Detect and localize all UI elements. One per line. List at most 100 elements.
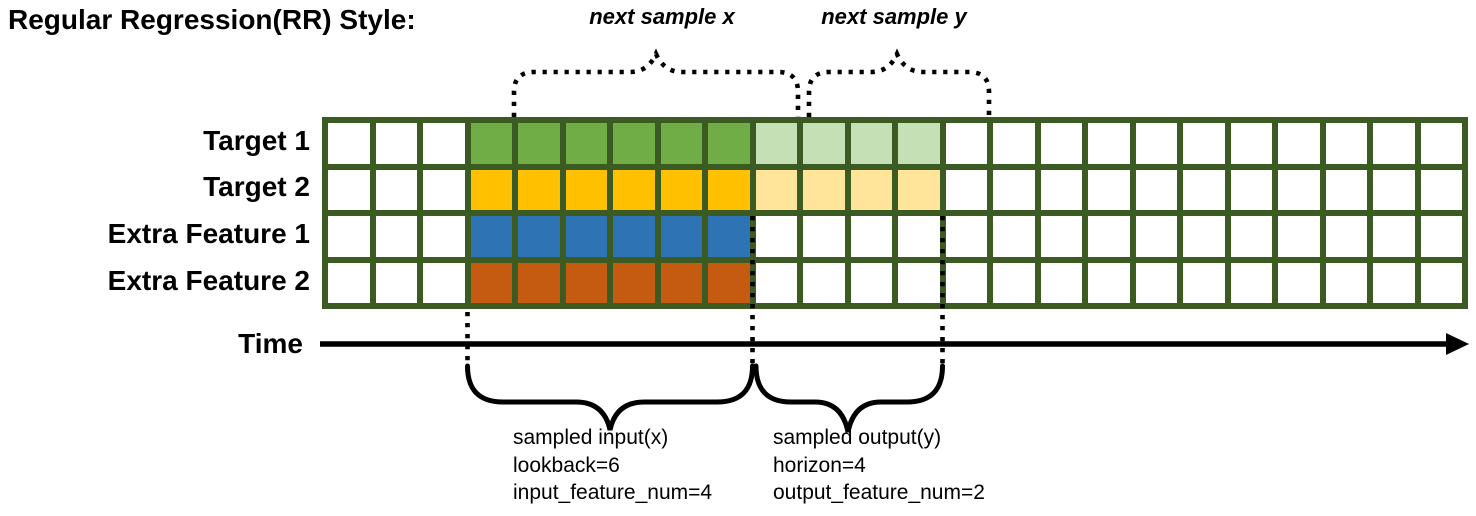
grid-cell (755, 216, 797, 257)
sampled-output-caption: sampled output(y) horizon=4 output_featu… (773, 424, 985, 507)
horizon-value: horizon=4 (773, 453, 866, 477)
grid-cell (898, 169, 940, 210)
grid-cell (1420, 262, 1462, 303)
grid-cell (613, 169, 655, 210)
grid-cell (1373, 216, 1415, 257)
row-label-target-1: Target 1 (203, 125, 310, 156)
grid-cell (613, 216, 655, 257)
input-feature-num-value: input_feature_num=4 (513, 481, 713, 504)
output-feature-num-value: output_feature_num=2 (773, 481, 985, 504)
grid-cell (945, 169, 987, 210)
grid-cell (565, 216, 607, 257)
next-sample-x-label: next sample x (589, 4, 735, 29)
grid-cell (518, 216, 560, 257)
grid-cell (945, 262, 987, 303)
grid-cell (1040, 169, 1082, 210)
grid-cell (518, 169, 560, 210)
grid-cell (470, 169, 512, 210)
grid-cell (1135, 262, 1177, 303)
sampled-output-title: sampled output(y) (773, 426, 942, 449)
grid-cell (565, 262, 607, 303)
grid-cell (423, 216, 465, 257)
sampled-input-title: sampled input(x) (513, 426, 669, 449)
grid-cell (423, 169, 465, 210)
grid-cell (375, 169, 417, 210)
grid-cell (660, 216, 702, 257)
grid-cell (803, 216, 845, 257)
grid-cell (660, 169, 702, 210)
grid-cell (945, 123, 987, 164)
grid-cell (993, 216, 1035, 257)
grid-cell (1230, 169, 1272, 210)
row-label-extra-feature-1: Extra Feature 1 (107, 218, 310, 249)
grid-cell (755, 262, 797, 303)
time-axis-arrowhead (1446, 333, 1469, 355)
lookback-value: lookback=6 (513, 453, 620, 477)
grid-cell (803, 169, 845, 210)
grid-cell (708, 123, 750, 164)
grid-cell (708, 169, 750, 210)
grid-cell (328, 216, 370, 257)
next-sample-y-brace (806, 48, 992, 117)
grid-cell (945, 216, 987, 257)
grid-cell (803, 262, 845, 303)
grid-cell (1183, 262, 1225, 303)
grid-cell (993, 123, 1035, 164)
grid-cell (755, 123, 797, 164)
grid-cell (1420, 216, 1462, 257)
grid-cell (470, 123, 512, 164)
row-label-target-2: Target 2 (203, 171, 310, 202)
sample-grid (322, 117, 1468, 309)
grid-cell (1183, 169, 1225, 210)
grid-cell (850, 262, 892, 303)
grid-cell (1040, 262, 1082, 303)
grid-cell (565, 123, 607, 164)
grid-cell (1325, 169, 1367, 210)
grid-cell (613, 123, 655, 164)
sampled-input-brace (465, 363, 755, 431)
grid-cell (423, 123, 465, 164)
grid-cell (328, 123, 370, 164)
grid-cell (850, 216, 892, 257)
grid-cell (1040, 123, 1082, 164)
grid-cell (1230, 216, 1272, 257)
grid-cell (1278, 262, 1320, 303)
grid-cell (660, 262, 702, 303)
grid-cell (518, 123, 560, 164)
grid-cell (1373, 123, 1415, 164)
grid-cell (1135, 169, 1177, 210)
grid-cell (898, 216, 940, 257)
page-title: Regular Regression(RR) Style: (8, 4, 416, 35)
grid-cell (1278, 169, 1320, 210)
grid-cell (993, 169, 1035, 210)
grid-cell (993, 262, 1035, 303)
grid-cell (518, 262, 560, 303)
grid-cell (1088, 169, 1130, 210)
grid-cell (1420, 123, 1462, 164)
row-label-extra-feature-2: Extra Feature 2 (107, 265, 310, 296)
grid-cell (1088, 262, 1130, 303)
grid-cell (708, 216, 750, 257)
grid-cell (660, 123, 702, 164)
grid-cell (708, 262, 750, 303)
grid-cell (1325, 216, 1367, 257)
grid-cell (328, 262, 370, 303)
grid-cell (1040, 216, 1082, 257)
grid-cell (1230, 262, 1272, 303)
grid-cell (375, 216, 417, 257)
grid-cell (1278, 216, 1320, 257)
grid-cell (375, 262, 417, 303)
grid-cell (1373, 262, 1415, 303)
grid-cell (423, 262, 465, 303)
grid-cell (755, 169, 797, 210)
next-sample-x-brace (511, 48, 801, 117)
grid-cell (1278, 123, 1320, 164)
grid-cell (565, 169, 607, 210)
grid-cell (470, 216, 512, 257)
grid-cell (1135, 216, 1177, 257)
grid-cell (1325, 262, 1367, 303)
time-axis-label: Time (238, 328, 303, 359)
grid-cell (470, 262, 512, 303)
grid-cell (898, 123, 940, 164)
